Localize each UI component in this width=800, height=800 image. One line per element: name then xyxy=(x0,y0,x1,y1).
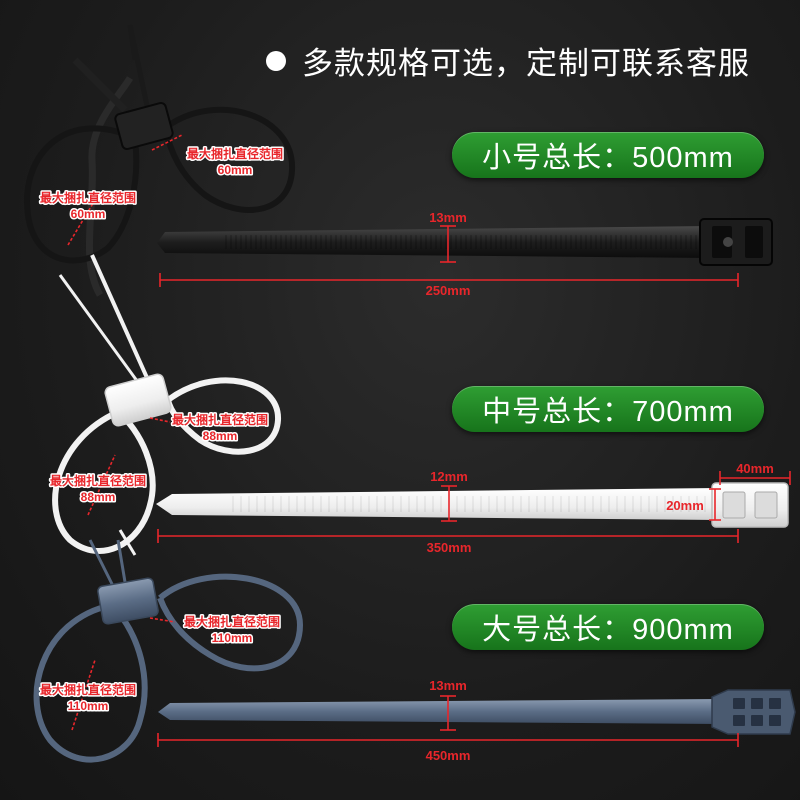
small-cuff-loops xyxy=(24,24,296,297)
medium-cuff-loops xyxy=(52,254,282,556)
header-text: 多款规格可选，定制可联系客服 xyxy=(302,46,750,81)
small-tie-ribs xyxy=(225,235,700,249)
badge-large-total-length: 大号总长：900mm xyxy=(452,604,764,650)
badge-small-total-length: 小号总长：500mm xyxy=(452,132,764,178)
large-loop-value-upper: 110mm xyxy=(212,631,253,645)
medium-tie-ribs xyxy=(230,496,710,512)
small-loop-value-lower: 60mm xyxy=(71,207,106,221)
medium-loop-value-upper: 88mm xyxy=(203,429,238,443)
small-cuff-lock xyxy=(114,102,174,150)
small-loop-label-lower: 最大捆扎直径范围 xyxy=(40,190,136,205)
medium-head-height-label: 20mm xyxy=(666,498,704,513)
small-loop-value-upper: 60mm xyxy=(218,163,253,177)
large-loop-label-upper: 最大捆扎直径范围 xyxy=(184,614,280,629)
large-loop-label-lower: 最大捆扎直径范围 xyxy=(40,682,136,697)
small-width-label: 13mm xyxy=(429,210,467,225)
badge-medium-total-length: 中号总长：700mm xyxy=(452,386,764,432)
medium-length-label: 350mm xyxy=(427,540,472,555)
small-length-label: 250mm xyxy=(426,283,471,298)
bullet-dot xyxy=(266,50,286,71)
large-tie-band xyxy=(158,699,718,724)
large-cuff-lock xyxy=(97,577,159,625)
medium-loop-label-lower: 最大捆扎直径范围 xyxy=(50,473,146,488)
medium-head-width-label: 40mm xyxy=(736,461,774,476)
header: 多款规格可选，定制可联系客服 xyxy=(266,38,750,83)
medium-cuff-lock xyxy=(104,373,172,427)
large-dimension-lines xyxy=(71,617,739,747)
large-loop-value-lower: 110mm xyxy=(68,699,109,713)
small-dimension-lines xyxy=(67,134,739,287)
large-width-label: 13mm xyxy=(429,678,467,693)
small-loop-label-upper: 最大捆扎直径范围 xyxy=(187,146,283,161)
medium-loop-label-upper: 最大捆扎直径范围 xyxy=(172,412,268,427)
medium-width-label: 12mm xyxy=(430,469,468,484)
medium-dimension-lines xyxy=(87,417,791,543)
large-tie-head xyxy=(711,689,796,735)
small-tie-head xyxy=(699,218,773,266)
medium-tie-head xyxy=(711,482,789,528)
large-cuff-loops xyxy=(33,539,304,763)
medium-loop-value-lower: 88mm xyxy=(81,490,116,504)
large-length-label: 450mm xyxy=(426,748,471,763)
